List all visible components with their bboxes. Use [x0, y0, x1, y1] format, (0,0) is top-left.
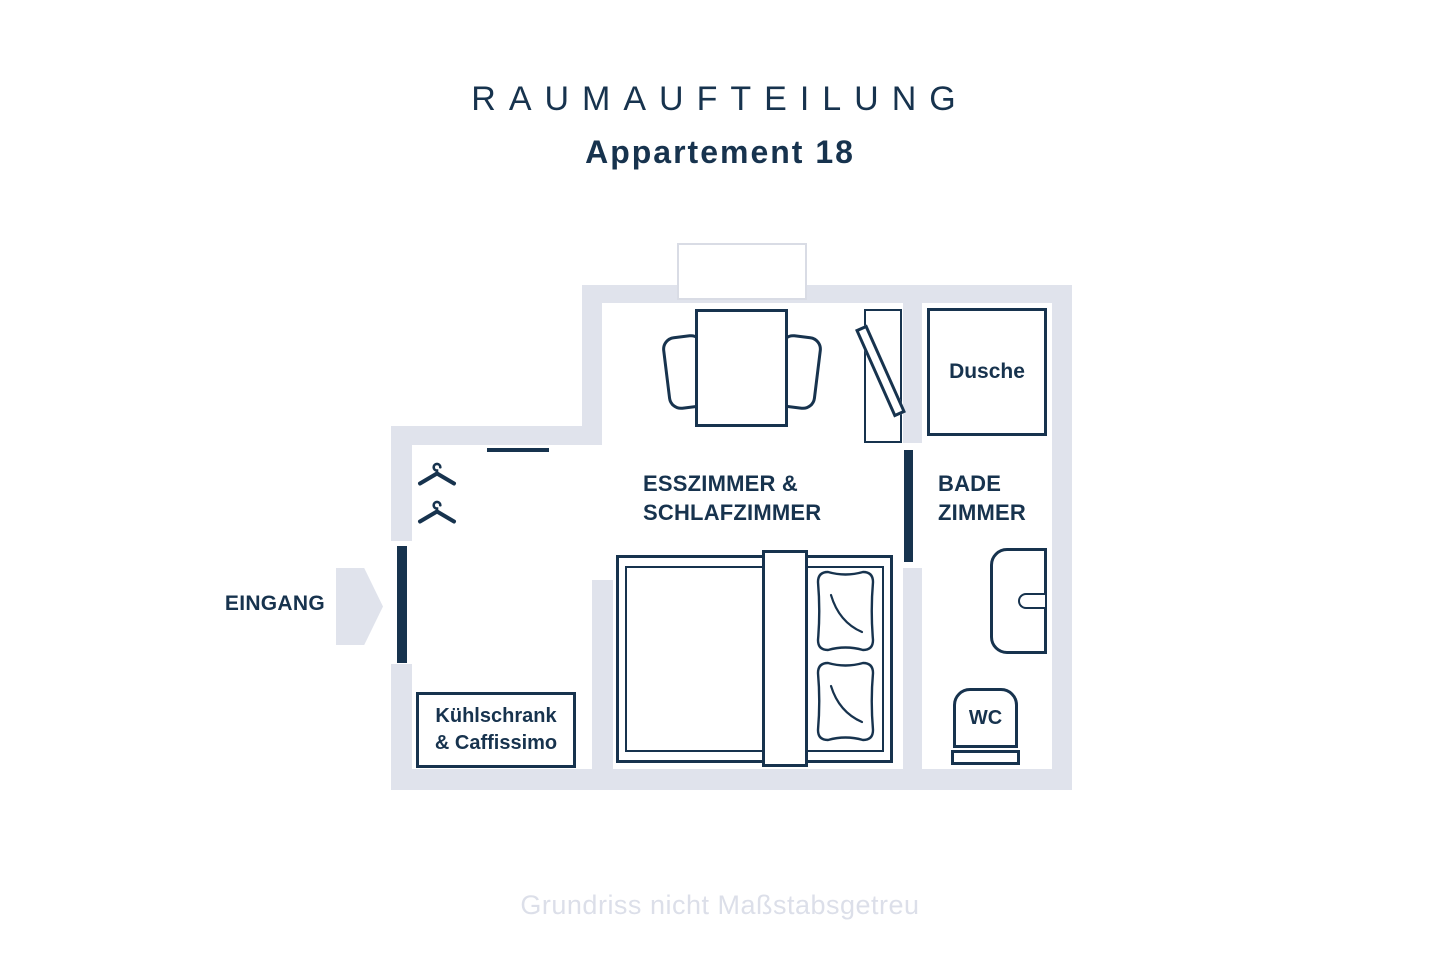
- pillow-crease: [829, 593, 864, 634]
- room-label-bath: BADE ZIMMER: [938, 469, 1026, 527]
- sink-faucet-icon: [1018, 593, 1045, 609]
- wall-top: [582, 285, 1072, 303]
- toilet-bowl: WC: [953, 688, 1018, 748]
- entrance-arrow-icon: [336, 568, 383, 645]
- dining-table: [695, 309, 788, 427]
- entrance-label: EINGANG: [224, 592, 325, 615]
- fridge-box: Kühlschrank & Caffissimo: [416, 692, 576, 768]
- room-label-bath-line1: BADE: [938, 471, 1002, 496]
- bathroom-door: [904, 450, 913, 562]
- entrance-door: [397, 546, 407, 663]
- wall-right: [1052, 285, 1072, 790]
- page-subtitle: Appartement 18: [585, 134, 855, 170]
- room-label-main-line1: ESSZIMMER &: [643, 471, 798, 496]
- fridge-label-line2: & Caffissimo: [434, 732, 558, 754]
- wc-label: WC: [968, 706, 1003, 729]
- pillow-crease: [829, 684, 864, 724]
- bed: [616, 550, 893, 767]
- coat-hanger-icon: [418, 500, 456, 524]
- window: [677, 243, 807, 300]
- toilet-tank: [951, 750, 1020, 765]
- wall-hall-top: [391, 426, 602, 445]
- shower: Dusche: [927, 308, 1047, 436]
- wall-bottom: [391, 769, 1072, 790]
- wall-left-lower: [391, 664, 412, 790]
- wall-bath-lower: [903, 568, 922, 772]
- wall-hall-stub: [592, 580, 613, 772]
- room-label-main: ESSZIMMER & SCHLAFZIMMER: [643, 469, 821, 527]
- sink: [990, 548, 1047, 654]
- room-label-bath-line2: ZIMMER: [938, 500, 1026, 525]
- coat-hanger-icon: [418, 462, 456, 486]
- wall-connector: [582, 285, 602, 445]
- fridge-label-line1: Kühlschrank: [435, 705, 557, 727]
- bed-runner: [762, 550, 808, 767]
- footer-note: Grundriss nicht Maßstabsgetreu: [520, 890, 920, 920]
- wall-bath-upper: [903, 303, 922, 443]
- pillow-icon: [816, 661, 875, 742]
- wall-left-upper: [391, 426, 412, 541]
- wardrobe-rod: [487, 448, 549, 452]
- room-label-main-line2: SCHLAFZIMMER: [643, 500, 822, 525]
- page-title: RAUMAUFTEILUNG: [471, 80, 969, 118]
- pillow-icon: [816, 570, 875, 652]
- shower-label: Dusche: [949, 360, 1025, 383]
